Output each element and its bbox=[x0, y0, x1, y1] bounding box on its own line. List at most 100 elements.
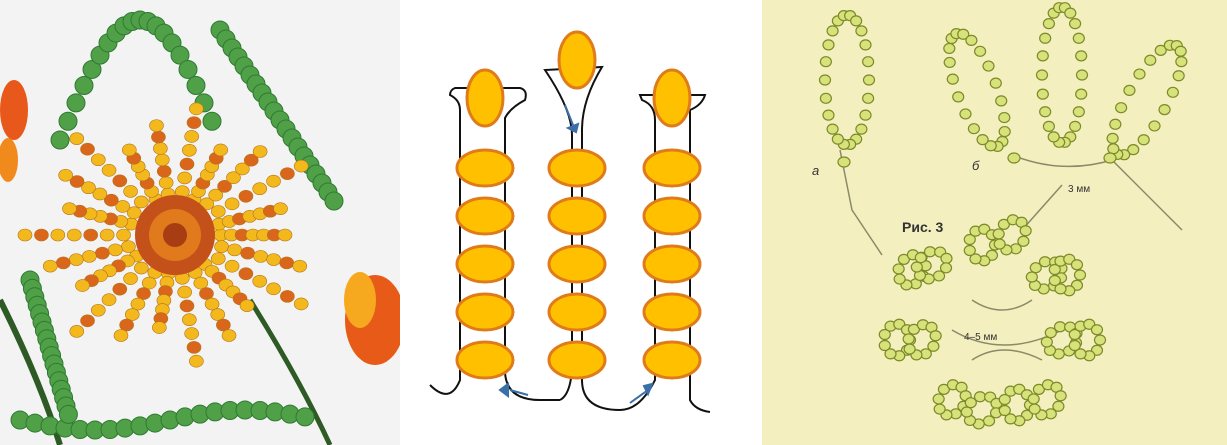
scheme-bead bbox=[966, 35, 977, 45]
petal-bead bbox=[18, 229, 32, 241]
petal-bead bbox=[113, 175, 127, 187]
petal-bead bbox=[142, 277, 156, 289]
scheme-bead bbox=[977, 135, 988, 145]
scheme-bead bbox=[1029, 404, 1040, 414]
petal-bead bbox=[274, 203, 288, 215]
scheme-bead bbox=[1138, 135, 1149, 145]
petal-bead bbox=[122, 144, 136, 156]
scheme-bead bbox=[879, 340, 890, 350]
scheme-bead bbox=[838, 157, 850, 167]
scheme-bead bbox=[944, 57, 955, 67]
scheme-bead bbox=[999, 127, 1010, 137]
scheme-bead bbox=[1124, 85, 1135, 95]
scheme-bead bbox=[1037, 89, 1048, 99]
petal-bead bbox=[194, 277, 208, 289]
petal-bead bbox=[239, 268, 253, 280]
petal-bead bbox=[120, 319, 134, 331]
bead-scheme-figure: а б Рис. 3 3 мм 4–5 мм bbox=[762, 0, 1227, 445]
petal-bead bbox=[84, 229, 98, 241]
scheme-bead bbox=[975, 392, 986, 402]
petal-bead bbox=[293, 260, 307, 272]
petal-bead bbox=[51, 229, 65, 241]
petal-bead bbox=[185, 328, 199, 340]
scheme-bead bbox=[860, 40, 871, 50]
petal-bead bbox=[278, 229, 292, 241]
petal-bead bbox=[187, 117, 201, 129]
scheme-bead bbox=[1175, 46, 1186, 56]
petal-bead bbox=[216, 319, 230, 331]
green-bead bbox=[296, 408, 314, 426]
green-bead bbox=[51, 131, 69, 149]
scheme-bead bbox=[863, 93, 874, 103]
petal-bead bbox=[189, 355, 203, 367]
scheme-bead bbox=[993, 229, 1004, 239]
petal-bead bbox=[211, 309, 225, 321]
scheme-bead bbox=[968, 124, 979, 134]
petal-bead bbox=[114, 330, 128, 342]
scheme-bead bbox=[1075, 270, 1086, 280]
green-bead bbox=[75, 77, 93, 95]
petal-bead bbox=[56, 257, 70, 269]
scheme-bead bbox=[820, 57, 831, 67]
scheme-bead bbox=[1055, 322, 1066, 332]
body-bead bbox=[644, 246, 700, 282]
green-bead bbox=[179, 60, 197, 78]
scheme-bead bbox=[1095, 335, 1106, 345]
petal-bead bbox=[62, 203, 76, 215]
green-bead bbox=[59, 405, 77, 423]
petal-bead bbox=[280, 168, 294, 180]
scheme-bead bbox=[856, 26, 867, 36]
scheme-bead bbox=[1040, 257, 1051, 267]
scheme-bead bbox=[1043, 121, 1054, 131]
scheme-bead bbox=[820, 93, 831, 103]
petal-bead bbox=[187, 341, 201, 353]
scheme-bead bbox=[996, 96, 1007, 106]
body-bead bbox=[457, 342, 513, 378]
scheme-bead bbox=[964, 245, 975, 255]
scheme-bead bbox=[933, 394, 944, 404]
scheme-bead bbox=[1073, 33, 1084, 43]
petal-bead bbox=[113, 283, 127, 295]
scheme-bead bbox=[1028, 394, 1039, 404]
scheme-bead bbox=[823, 110, 834, 120]
petal-bead bbox=[100, 229, 114, 241]
scheme-bead bbox=[1048, 132, 1059, 142]
scheme-bead bbox=[1040, 33, 1051, 43]
scheme-bead bbox=[1041, 337, 1052, 347]
scheme-bead bbox=[1108, 144, 1119, 154]
scheme-bead bbox=[1116, 103, 1127, 113]
scheme-bead bbox=[1104, 153, 1116, 163]
scheme-bead bbox=[893, 264, 904, 274]
top-bead bbox=[654, 70, 690, 126]
threading-diagram-svg bbox=[410, 0, 710, 445]
beaded-flower-illustration bbox=[0, 0, 400, 445]
petal-bead bbox=[137, 288, 151, 300]
petal-bead bbox=[153, 142, 167, 154]
scheme-bead bbox=[999, 405, 1010, 415]
petal-bead bbox=[151, 131, 165, 143]
figure-caption: Рис. 3 bbox=[902, 219, 944, 235]
gap-label-large: 4–5 мм bbox=[964, 332, 997, 343]
scheme-bead bbox=[894, 274, 905, 284]
scheme-bead bbox=[863, 57, 874, 67]
petal-bead bbox=[253, 183, 267, 195]
scheme-bead bbox=[1107, 133, 1118, 143]
scheme-bead bbox=[947, 74, 958, 84]
petal-bead bbox=[239, 190, 253, 202]
petal-bead bbox=[214, 144, 228, 156]
label-a: а bbox=[812, 163, 819, 178]
petal-bead bbox=[149, 120, 163, 132]
scheme-bead bbox=[944, 43, 955, 53]
body-bead bbox=[549, 342, 605, 378]
petal-bead bbox=[189, 103, 203, 115]
scheme-bead bbox=[941, 263, 952, 273]
petal-bead bbox=[157, 165, 171, 177]
petal-bead bbox=[108, 244, 122, 256]
petal-bead bbox=[253, 275, 267, 287]
petal-bead bbox=[121, 241, 135, 253]
petal-bead bbox=[185, 130, 199, 142]
petal-bead bbox=[254, 250, 268, 262]
scheme-bead bbox=[911, 262, 922, 272]
scheme-bead bbox=[930, 331, 941, 341]
scheme-svg: а б Рис. 3 3 мм 4–5 мм bbox=[762, 0, 1227, 445]
